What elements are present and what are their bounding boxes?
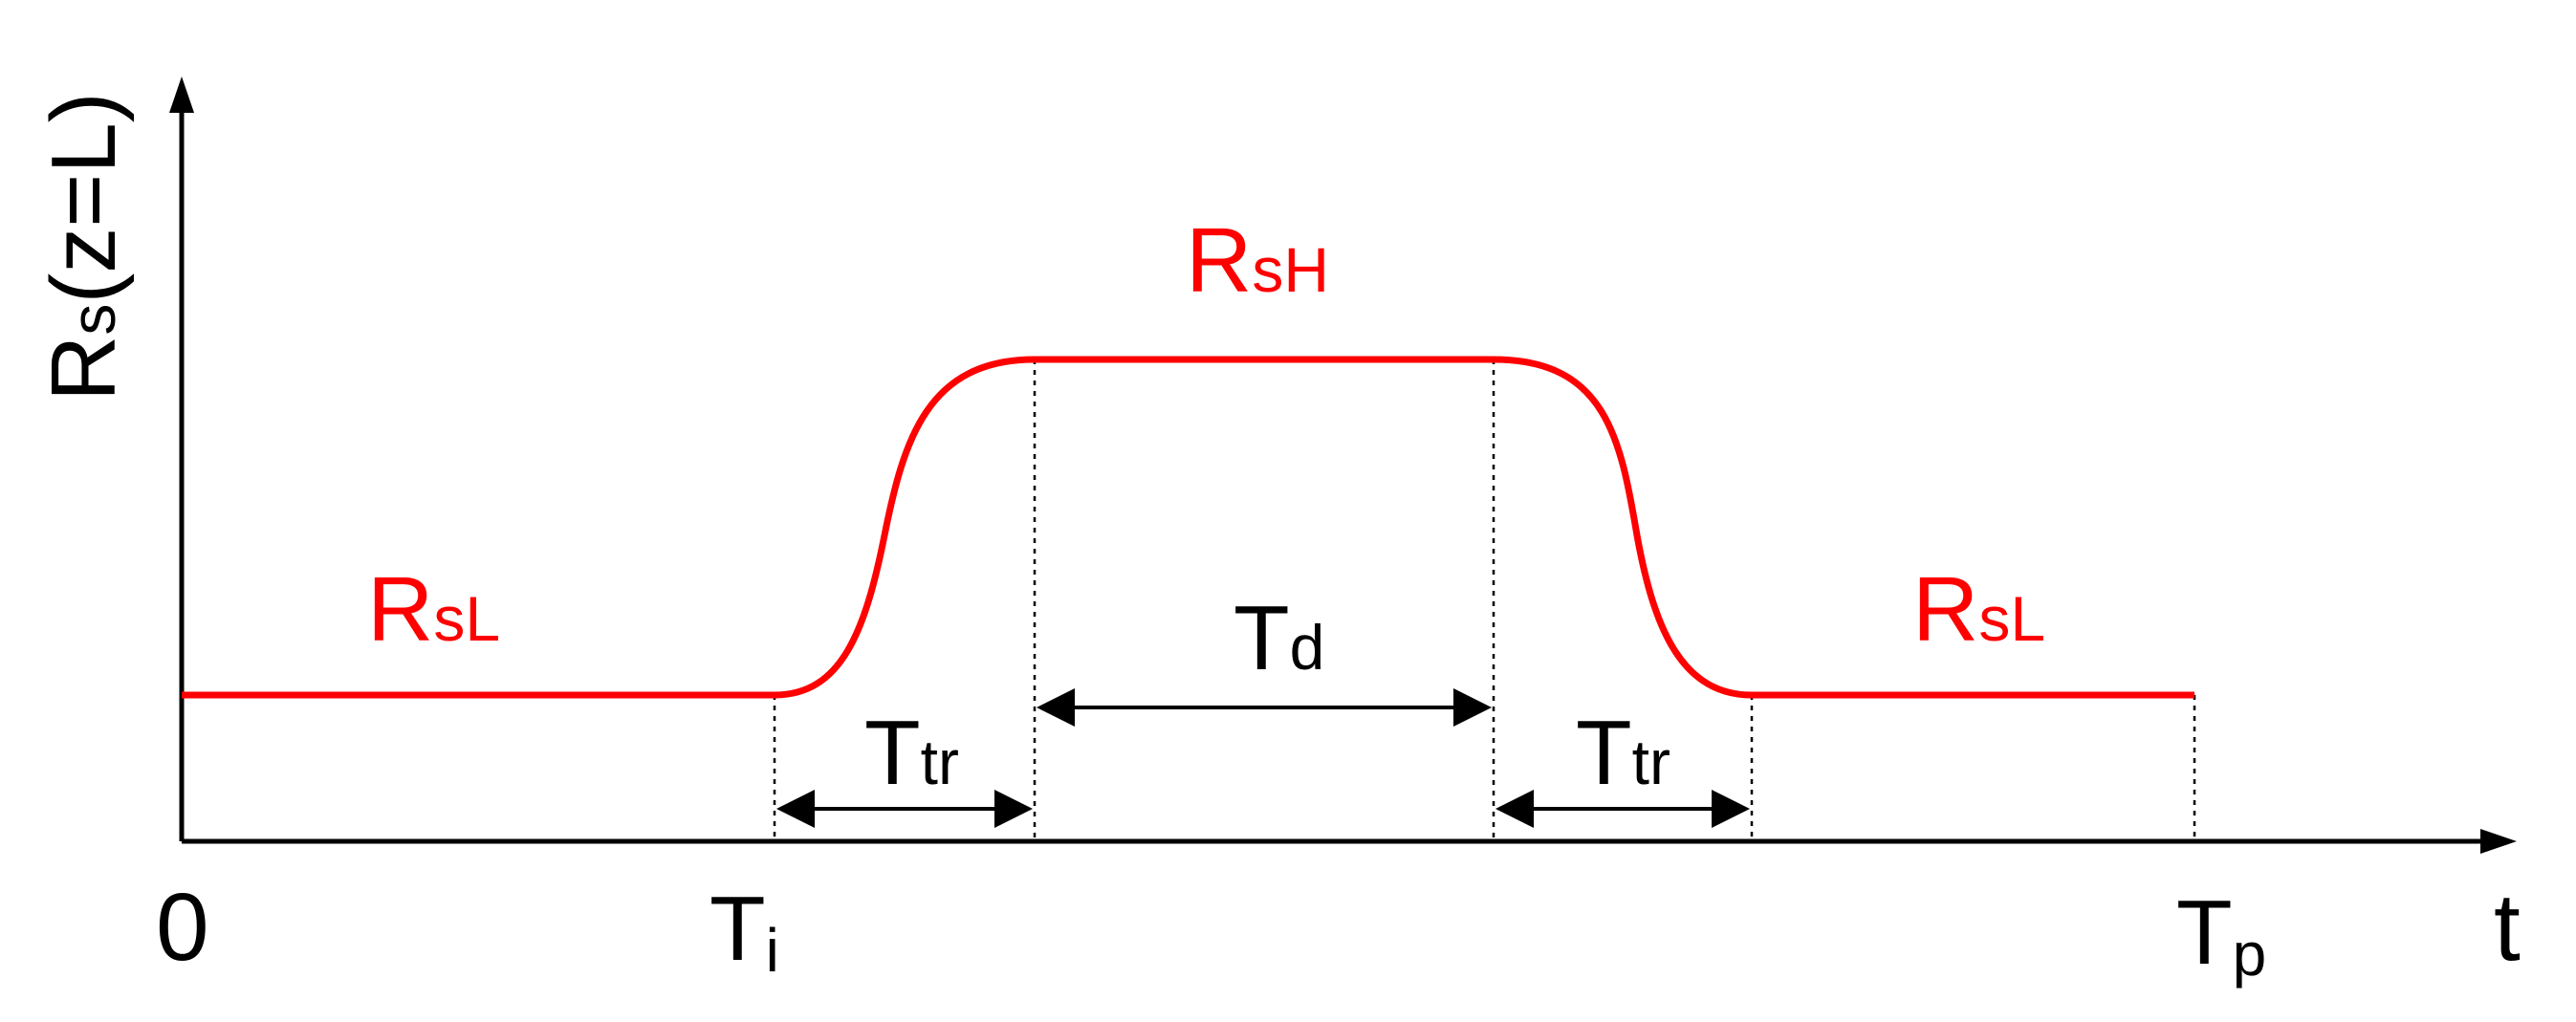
y-axis-label-rest: (z=L) bbox=[33, 92, 135, 303]
level-label-high: RsH bbox=[1186, 209, 1329, 312]
x-axis-label: t bbox=[2494, 874, 2521, 981]
interval-label-transition-fall-sub: tr bbox=[1632, 727, 1670, 797]
interval-label-dwell-sub: d bbox=[1290, 612, 1325, 683]
resistance-pulse-curve bbox=[182, 356, 2194, 699]
ti-label-main: T bbox=[709, 878, 766, 980]
level-label-low-right-main: R bbox=[1912, 558, 1978, 661]
interval-label-transition-rise-sub: tr bbox=[921, 727, 959, 797]
ti-label-sub: i bbox=[766, 916, 779, 985]
level-label-low-left: RsL bbox=[367, 558, 500, 661]
ti-label: Ti bbox=[709, 878, 779, 985]
interval-label-transition-rise-main: T bbox=[864, 702, 921, 804]
x-axis-arrowhead bbox=[2480, 829, 2517, 854]
tp-label: Tp bbox=[2176, 881, 2266, 989]
origin-label: 0 bbox=[156, 874, 209, 981]
y-axis-label: Rs(z=L) bbox=[33, 92, 135, 402]
y-axis-arrowhead bbox=[169, 76, 194, 113]
y-axis-label-sub: s bbox=[57, 304, 128, 336]
level-label-low-left-sub: sL bbox=[433, 583, 500, 654]
level-label-low-right: RsL bbox=[1912, 558, 2045, 661]
interval-label-transition-fall-main: T bbox=[1576, 702, 1632, 804]
interval-label-dwell: Td bbox=[1233, 587, 1324, 689]
interval-label-dwell-main: T bbox=[1233, 587, 1290, 689]
y-axis-label-main: R bbox=[33, 336, 135, 402]
interval-label-transition-rise: Ttr bbox=[864, 702, 959, 804]
tp-label-main: T bbox=[2176, 881, 2233, 984]
guide-lines bbox=[773, 359, 2196, 841]
tp-label-sub: p bbox=[2233, 920, 2267, 989]
level-label-low-right-sub: sL bbox=[1978, 583, 2045, 654]
level-label-high-main: R bbox=[1186, 209, 1252, 312]
level-label-high-sub: sH bbox=[1252, 234, 1329, 305]
level-label-low-left-main: R bbox=[367, 558, 433, 661]
interval-label-transition-fall: Ttr bbox=[1576, 702, 1670, 804]
